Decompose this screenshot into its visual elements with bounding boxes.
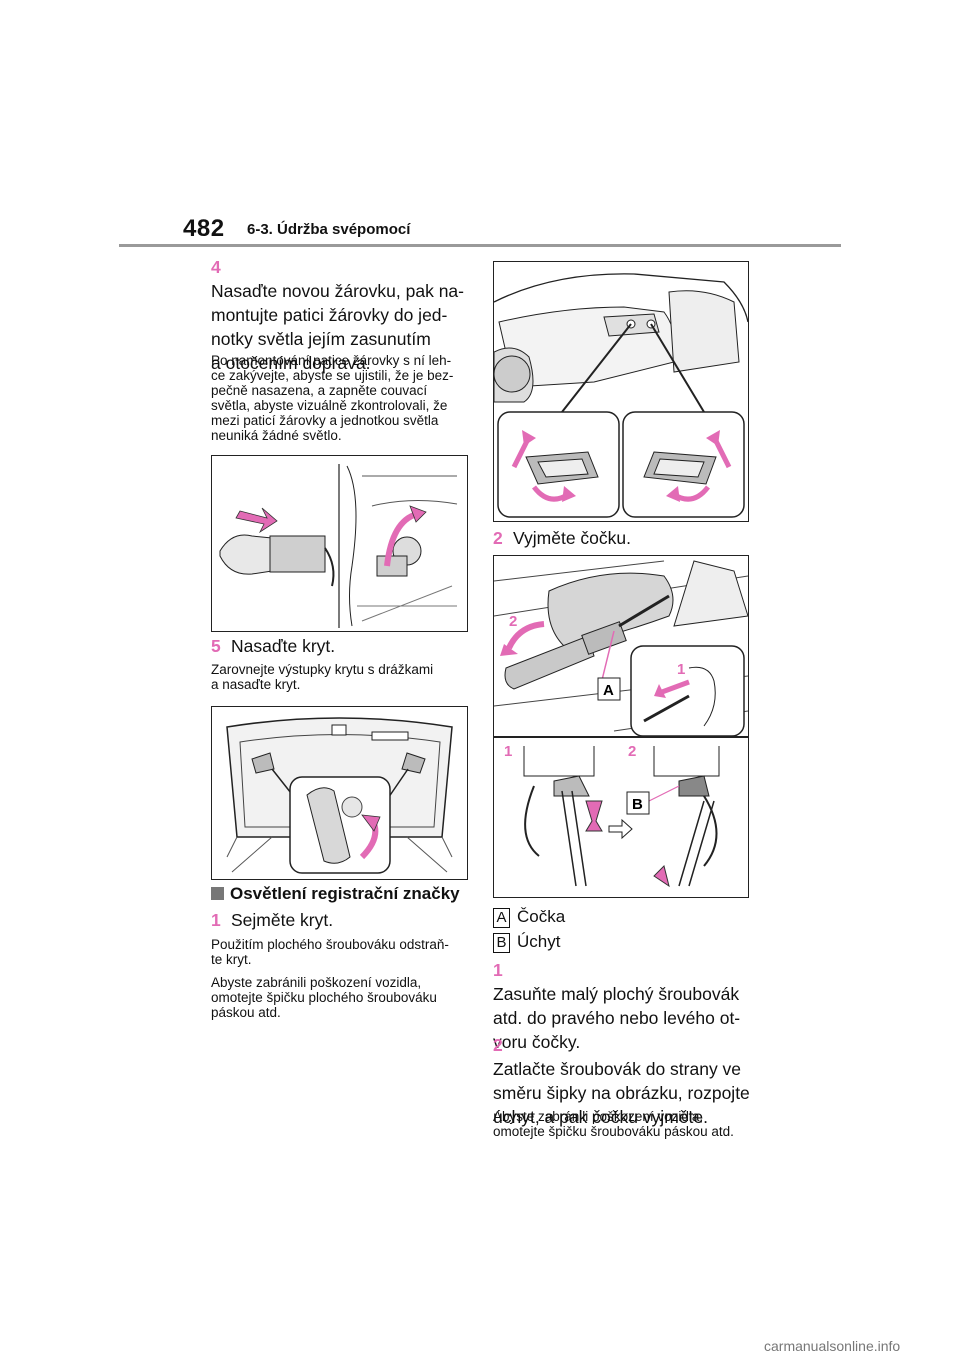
figure-label-2: 2 [509, 613, 517, 630]
step-line: notky světla jejím zasunutím [211, 329, 431, 349]
note-right: Abyste zabránili poškození vozidla, omot… [493, 1109, 755, 1139]
step-number: 1 [211, 910, 221, 930]
note-line: a nasaďte kryt. [211, 677, 301, 692]
figure-label-b: B [632, 796, 643, 813]
step-number: 2 [493, 528, 503, 548]
page-number: 482 [183, 215, 225, 242]
figure-cover-install [211, 706, 468, 880]
note-line: Abyste zabránili poškození vozidla, [493, 1109, 704, 1124]
note-5: Zarovnejte výstupky krytu s drážkami a n… [211, 662, 473, 692]
header-rule [119, 244, 841, 247]
step-line: montujte patici žárovky do jed- [211, 305, 448, 325]
figure-lens-removal: A 2 1 1 2 B [493, 555, 749, 898]
figure-license-lamp-location [493, 261, 749, 522]
square-bullet-icon [211, 887, 224, 900]
note-line: Použitím plochého šroubováku odstraň- [211, 937, 449, 952]
section-heading: Osvětlení registrační značky [211, 884, 473, 904]
substep-label-1: 1 [504, 743, 512, 760]
note-line: světla, abyste vizuálně zkontrolovali, ž… [211, 398, 448, 413]
note-line: mezi paticí žárovky a jednotkou světla [211, 413, 439, 428]
step-number: 1 [493, 960, 503, 980]
legend-text: Úchyt [517, 932, 561, 951]
legend-b: B Úchyt [493, 932, 753, 953]
section-title: 6-3. Údržba svépomocí [247, 221, 411, 238]
step-4: 4 Nasaďte novou žárovku, pak na- montujt… [211, 255, 473, 375]
note-line: Abyste zabránili poškození vozidla, [211, 975, 422, 990]
note-line: Po namontování patice žárovky s ní leh- [211, 353, 452, 368]
substep-2: 2 Zatlačte šroubovák do strany ve směru … [493, 1033, 755, 1129]
step-line: směru šipky na obrázku, rozpojte [493, 1083, 750, 1103]
note-line: te kryt. [211, 952, 252, 967]
step-2: 2 Vyjměte čočku. [493, 526, 753, 550]
figure-bulb-install [211, 455, 468, 632]
note-1a: Použitím plochého šroubováku odstraň- te… [211, 937, 473, 967]
note-line: neuniká žádné světlo. [211, 428, 342, 443]
note-1b: Abyste zabránili poškození vozidla, omot… [211, 975, 473, 1020]
step-line: Zasuňte malý plochý šroubovák [493, 984, 740, 1004]
step-number: 4 [211, 257, 221, 277]
legend-a: A Čočka [493, 907, 753, 928]
step-number: 2 [493, 1035, 503, 1055]
step-text: Vyjměte čočku. [513, 528, 632, 548]
step-line: atd. do pravého nebo levého ot- [493, 1008, 741, 1028]
note-line: Zarovnejte výstupky krytu s drážkami [211, 662, 434, 677]
legend-text: Čočka [517, 907, 566, 926]
note-4: Po namontování patice žárovky s ní leh- … [211, 353, 473, 443]
step-line: voru čočky. [493, 1032, 581, 1052]
step-1: 1 Sejměte kryt. [211, 908, 473, 932]
step-text: Sejměte kryt. [231, 910, 334, 930]
note-line: omotejte špičku šroubováku páskou atd. [493, 1124, 734, 1139]
step-line: Nasaďte novou žárovku, pak na- [211, 281, 464, 301]
substep-1: 1 Zasuňte malý plochý šroubovák atd. do … [493, 958, 755, 1054]
note-line: pečně nasazena, a zapněte couvací [211, 383, 428, 398]
step-number: 5 [211, 636, 221, 656]
footer-watermark: carmanualsonline.info [764, 1338, 901, 1354]
note-line: ce zakývejte, abyste se ujistili, že je … [211, 368, 454, 383]
figure-label-1: 1 [677, 661, 685, 678]
step-line: Zatlačte šroubovák do strany ve [493, 1059, 742, 1079]
step-text: Nasaďte kryt. [231, 636, 336, 656]
figure-label-a: A [603, 682, 614, 699]
note-line: omotejte špičku plochého šroubováku [211, 990, 437, 1005]
heading-text: Osvětlení registrační značky [230, 884, 460, 903]
step-5: 5 Nasaďte kryt. [211, 634, 473, 658]
step-line: a otočením doprava. [211, 353, 371, 373]
legend-key: B [493, 933, 510, 953]
legend-key: A [493, 908, 510, 928]
substep-label-2: 2 [628, 743, 636, 760]
step-line: úchyt, a pak čočku vyjměte. [493, 1107, 708, 1127]
note-line: páskou atd. [211, 1005, 281, 1020]
